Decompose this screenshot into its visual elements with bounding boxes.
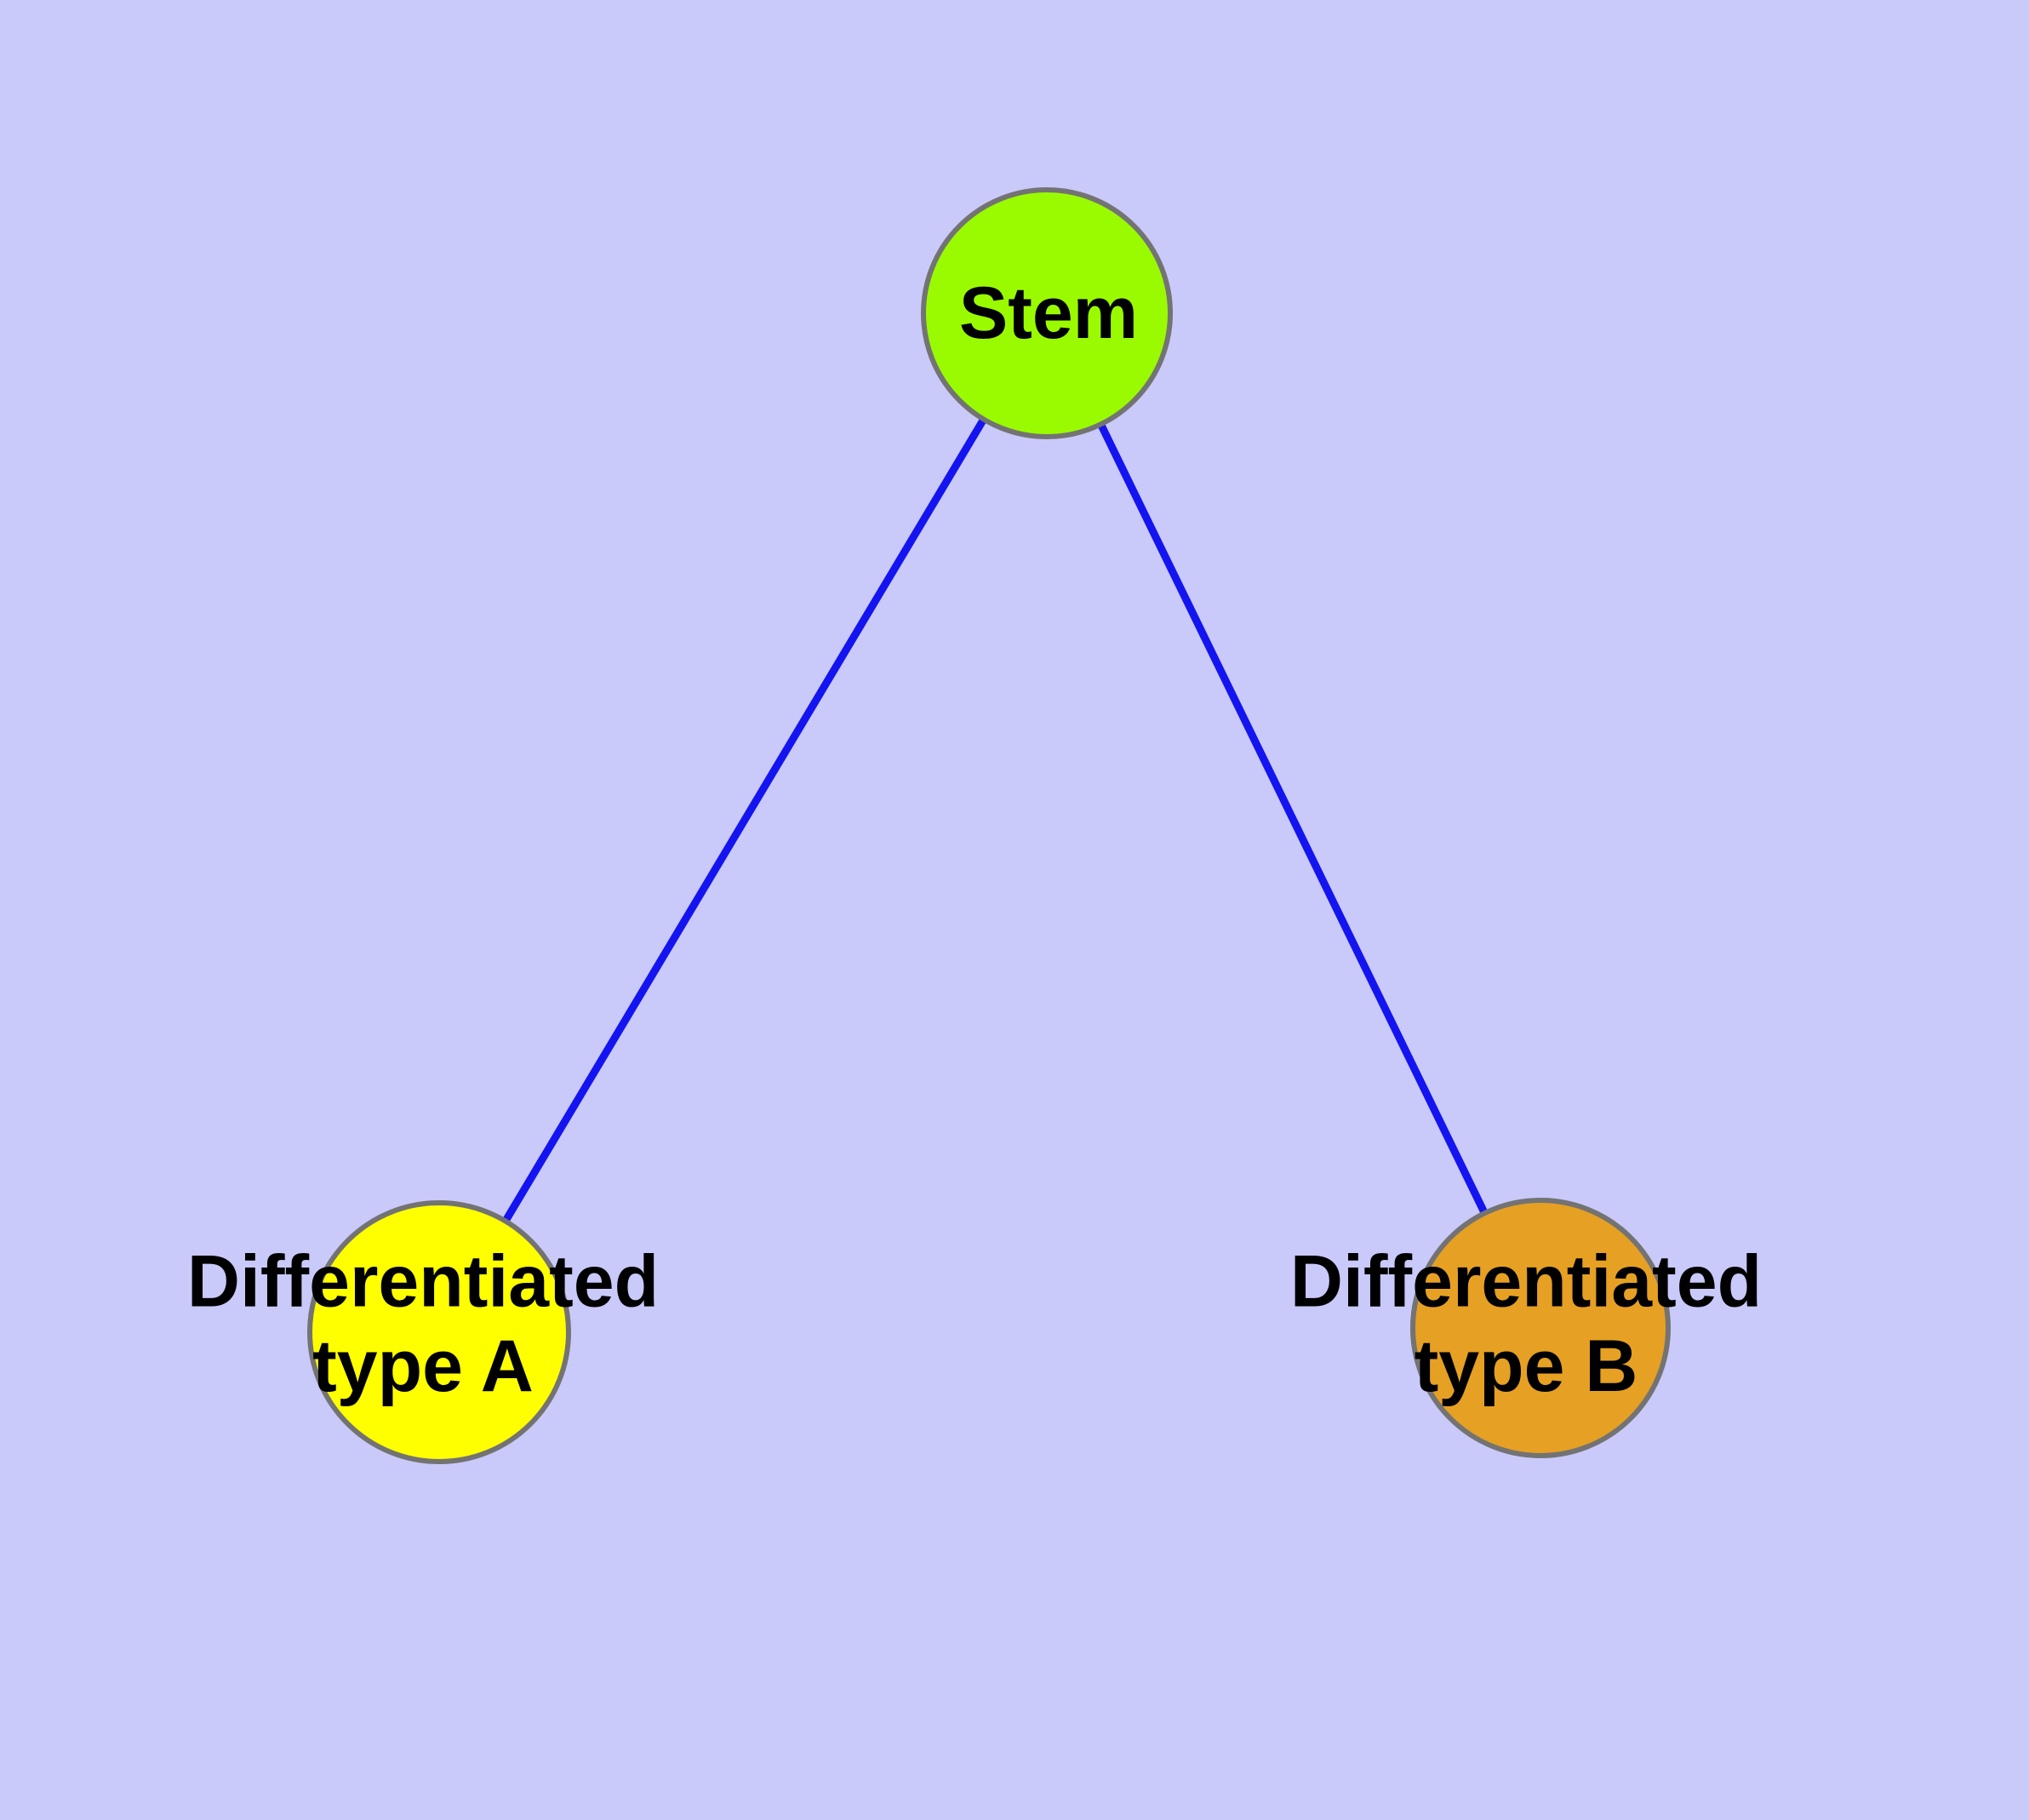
- node-diff-b[interactable]: [1410, 1198, 1671, 1458]
- node-diff-a-circle[interactable]: [307, 1200, 571, 1464]
- label-line: type B: [1415, 1325, 1638, 1407]
- label-line: Stem: [959, 272, 1138, 354]
- node-diff-b-circle[interactable]: [1410, 1198, 1671, 1458]
- label-line: Differentiated: [1290, 1240, 1762, 1322]
- node-stem-circle[interactable]: [921, 187, 1173, 439]
- label-line: Differentiated: [187, 1240, 659, 1322]
- edge-layer: [436, 311, 1545, 1335]
- node-diff-a[interactable]: [307, 1200, 571, 1464]
- label-line: type A: [312, 1325, 534, 1407]
- edge-stem-to-diff-b[interactable]: [1043, 312, 1545, 1330]
- node-stem[interactable]: [921, 187, 1173, 439]
- node-layer: [307, 187, 1671, 1464]
- node-stem-label: Stem: [959, 272, 1138, 354]
- edge-stem-to-diff-a[interactable]: [436, 311, 1050, 1335]
